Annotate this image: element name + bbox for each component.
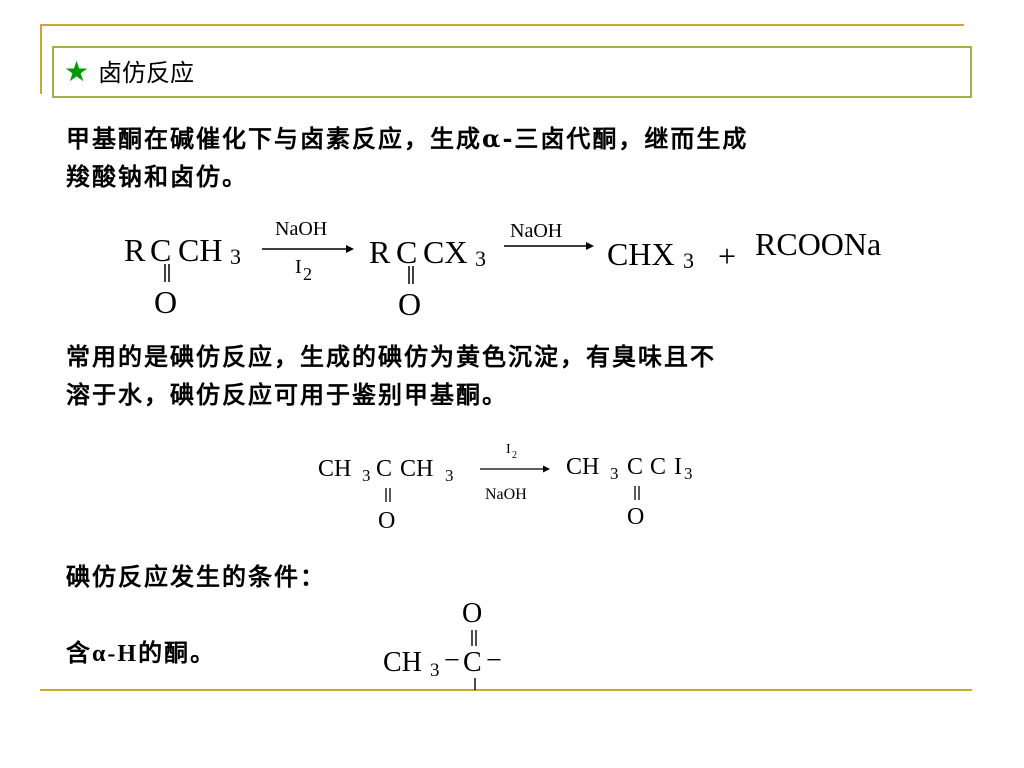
- acetone-carbonyl-C: C: [376, 456, 393, 482]
- top-rule: [40, 24, 964, 26]
- product-CHX: CHX: [607, 236, 675, 272]
- arrow1-reagent-bottom-sub: 2: [303, 264, 312, 284]
- reactant-carbonyl-C: C: [150, 232, 172, 268]
- reaction-arrow-1: [262, 245, 354, 253]
- iodoacetone-carbonyl-C: C: [627, 454, 644, 480]
- structure-bottom-bond: [474, 678, 476, 690]
- bottom-rule: [40, 689, 972, 691]
- structure-dash-left: −: [444, 645, 460, 676]
- product-RCOONa: RCOONa: [755, 226, 882, 262]
- reactant-CH-sub: 3: [230, 244, 241, 269]
- paragraph-2-line-1: 常用的是碘仿反应，生成的碘仿为黄色沉淀，有臭味且不: [66, 342, 716, 371]
- reactant-R: R: [124, 232, 146, 268]
- arrow1-reagent-top: NaOH: [275, 218, 328, 240]
- reactant-double-bond: [164, 264, 170, 282]
- reaction-arrow-3: [480, 465, 550, 473]
- acetone-CH-left: CH: [318, 456, 352, 482]
- acetone-CH-left-sub: 3: [362, 466, 371, 485]
- arrow3-reagent-top-sub: 2: [512, 450, 517, 461]
- acetone-double-bond: [385, 488, 391, 502]
- paragraph-4: 含α-H的酮。: [66, 636, 216, 671]
- reaction-2: CH 3 C CH 3 O I 2 NaOH CH 3 C C I 3 O: [318, 442, 693, 534]
- alpha-h-text: α-H: [92, 641, 139, 667]
- reaction-arrow-2: [504, 242, 594, 250]
- structure-double-bond: [471, 630, 477, 646]
- structure-C: C: [463, 647, 482, 678]
- iodoacetone-I: I: [674, 454, 682, 480]
- intermediate-O: O: [398, 286, 422, 322]
- product-CHX-sub: 3: [683, 248, 694, 273]
- iodoacetone-CH: CH: [566, 454, 600, 480]
- intermediate-CX: CX: [423, 234, 468, 270]
- iodoacetone-I-sub: 3: [684, 464, 693, 483]
- structure-CH-sub: 3: [430, 660, 440, 681]
- intermediate-CX-sub: 3: [475, 246, 486, 271]
- paragraph-4-prefix: 含: [66, 638, 92, 667]
- acetone-O: O: [378, 508, 396, 534]
- methyl-ketone-structure: O CH 3 − C −: [383, 598, 502, 690]
- arrow1-reagent-bottom-I: I: [295, 256, 302, 278]
- reactant-O: O: [154, 284, 178, 320]
- structure-CH: CH: [383, 647, 422, 678]
- iodoacetone-O: O: [627, 504, 645, 530]
- intermediate-double-bond: [408, 266, 414, 284]
- acetone-CH-right: CH: [400, 456, 434, 482]
- paragraph-2-line-2: 溶于水，碘仿反应可用于鉴别甲基酮。: [66, 380, 508, 409]
- structure-dash-right: −: [486, 645, 502, 676]
- acetone-CH-right-sub: 3: [445, 466, 454, 485]
- iodoacetone-double-bond: [634, 486, 640, 500]
- arrow3-reagent-bottom: NaOH: [485, 486, 527, 503]
- paragraph-3: 碘仿反应发生的条件：: [66, 562, 326, 591]
- paragraph-4-suffix: 的酮。: [138, 638, 217, 667]
- left-rule: [40, 24, 42, 94]
- reaction-1: R C CH 3 O NaOH I 2 R C CX 3 O NaOH CHX …: [0, 0, 1024, 330]
- iodoacetone-C: C: [650, 454, 667, 480]
- arrow2-reagent-top: NaOH: [510, 220, 563, 242]
- paragraph-1-line-1: 甲基酮在碱催化下与卤素反应，生成α-三卤代酮，继而生成: [66, 124, 749, 153]
- intermediate-R: R: [369, 234, 391, 270]
- intermediate-carbonyl-C: C: [396, 234, 418, 270]
- reactant-CH: CH: [178, 232, 223, 268]
- paragraph-1-line-2: 羧酸钠和卤仿。: [66, 162, 248, 191]
- slide-title: 卤仿反应: [98, 59, 194, 87]
- iodoacetone-CH-sub: 3: [610, 464, 619, 483]
- star-icon: ★: [64, 55, 90, 88]
- arrow3-reagent-top-I: I: [506, 442, 511, 457]
- structure-O: O: [462, 598, 483, 629]
- title-box: ★ 卤仿反应: [52, 46, 972, 98]
- plus-sign: +: [718, 238, 737, 274]
